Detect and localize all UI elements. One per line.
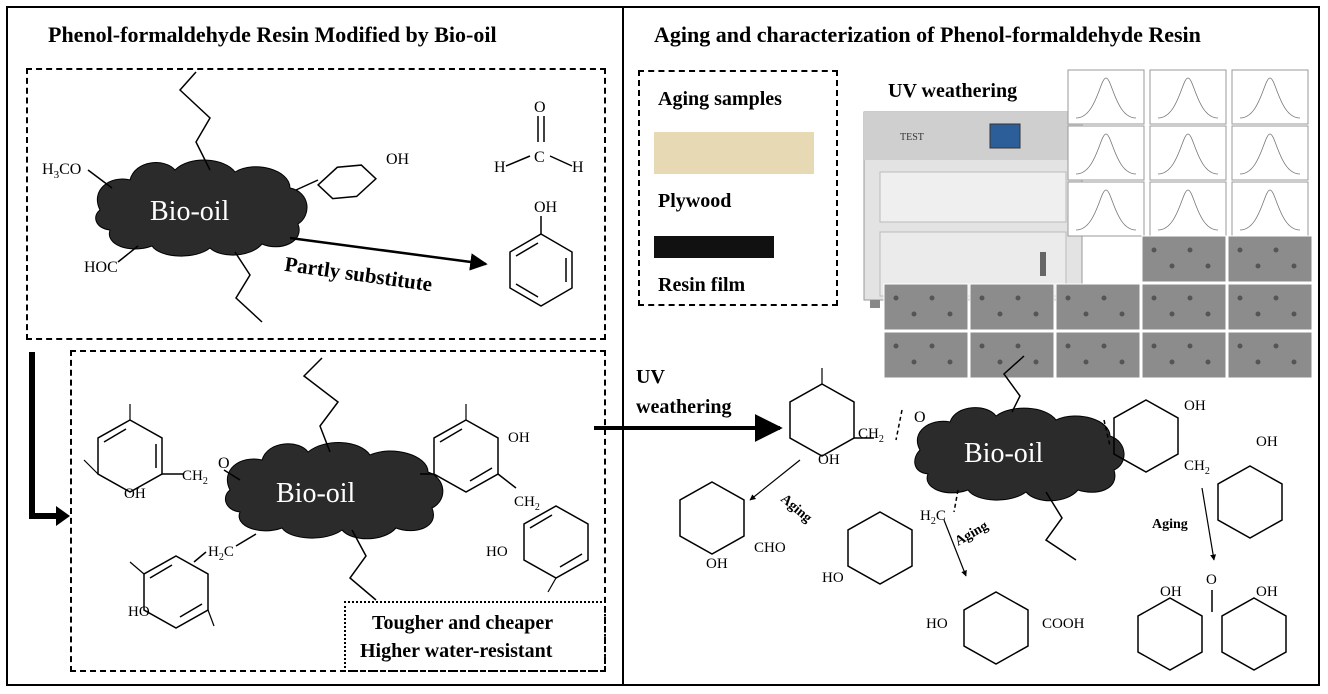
biooil-substitution-box (26, 68, 606, 340)
aging-samples-box (638, 70, 838, 306)
plywood-label: Plywood (658, 190, 732, 212)
resin-film-label: Resin film (658, 274, 746, 296)
uv-arrow-label-line2: weathering (636, 396, 732, 418)
uv-weathering-label: UV weathering (888, 80, 1018, 102)
note-line-2: Higher water-resistant (360, 640, 553, 662)
modified-resin-box (70, 350, 606, 672)
aging-samples-heading: Aging samples (658, 88, 782, 110)
note-line-1: Tougher and cheaper (372, 612, 554, 634)
property-note-box (344, 601, 606, 672)
left-panel-title: Phenol-formaldehyde Resin Modified by Bi… (48, 22, 497, 47)
panel-divider (622, 6, 624, 686)
resin-film-swatch (654, 236, 774, 258)
right-panel-title: Aging and characterization of Phenol-for… (654, 22, 1201, 47)
plywood-swatch (654, 132, 814, 174)
figure-frame (6, 6, 1320, 686)
uv-arrow-label-line1: UV (636, 366, 665, 388)
